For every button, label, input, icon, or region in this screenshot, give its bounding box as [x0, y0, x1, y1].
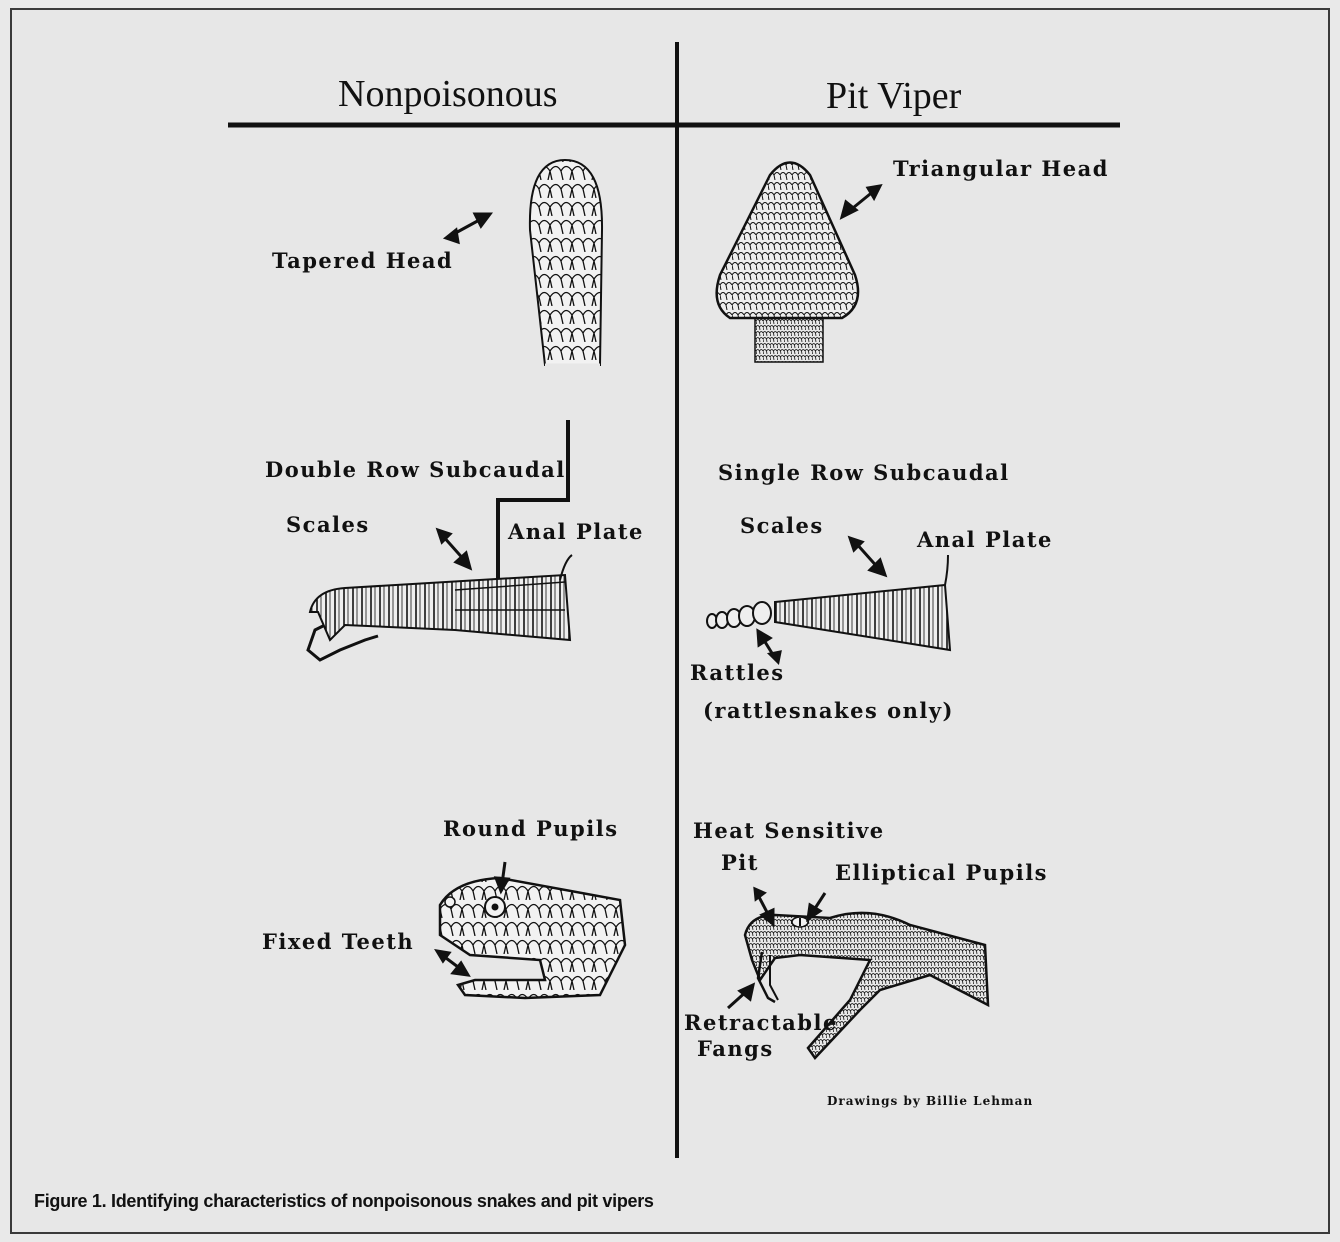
label-rattles: Rattles — [690, 660, 785, 685]
tail-drawing-pit-viper — [707, 555, 950, 650]
arrow-rattles — [758, 631, 780, 662]
tapered-head-drawing — [530, 160, 602, 365]
label-elliptical-pupils: Elliptical Pupils — [835, 860, 1048, 885]
figure-caption: Figure 1. Identifying characteristics of… — [34, 1191, 654, 1212]
header-nonpoisonous: Nonpoisonous — [338, 72, 558, 116]
head-drawing-pit-viper — [745, 913, 988, 1058]
arrow-fangs — [728, 985, 753, 1008]
arrow-tapered-head — [446, 214, 490, 242]
label-single-row: Single Row Subcaudal — [718, 460, 1010, 485]
arrow-triangular-head — [842, 186, 880, 217]
label-round-pupils: Round Pupils — [443, 816, 619, 841]
header-pit-viper: Pit Viper — [826, 74, 961, 118]
label-heat-sensitive-pit: Pit — [721, 850, 759, 875]
label-anal-plate-right: Anal Plate — [917, 527, 1053, 552]
label-tapered-head: Tapered Head — [272, 248, 453, 273]
label-rattlesnakes-only: (rattlesnakes only) — [703, 698, 954, 723]
label-retractable-fangs: Fangs — [697, 1036, 774, 1061]
head-drawing-nonpoisonous — [440, 878, 625, 998]
label-double-row-scales: Scales — [286, 512, 370, 537]
drawing-credit: Drawings by Billie Lehman — [827, 1094, 1033, 1108]
arrow-double-row — [438, 530, 470, 568]
label-double-row: Double Row Subcaudal — [265, 457, 566, 482]
label-retractable: Retractable — [684, 1010, 838, 1035]
label-heat-sensitive: Heat Sensitive — [693, 818, 885, 843]
label-fixed-teeth: Fixed Teeth — [262, 929, 414, 954]
label-triangular-head: Triangular Head — [893, 156, 1109, 181]
arrow-elliptical-pupils — [808, 893, 825, 919]
arrow-fixed-teeth — [437, 951, 468, 975]
tail-drawing-nonpoisonous — [308, 555, 572, 660]
triangular-head-drawing — [717, 163, 858, 363]
label-anal-plate-left: Anal Plate — [508, 519, 644, 544]
label-single-row-scales: Scales — [740, 513, 824, 538]
arrow-single-row — [850, 538, 885, 575]
